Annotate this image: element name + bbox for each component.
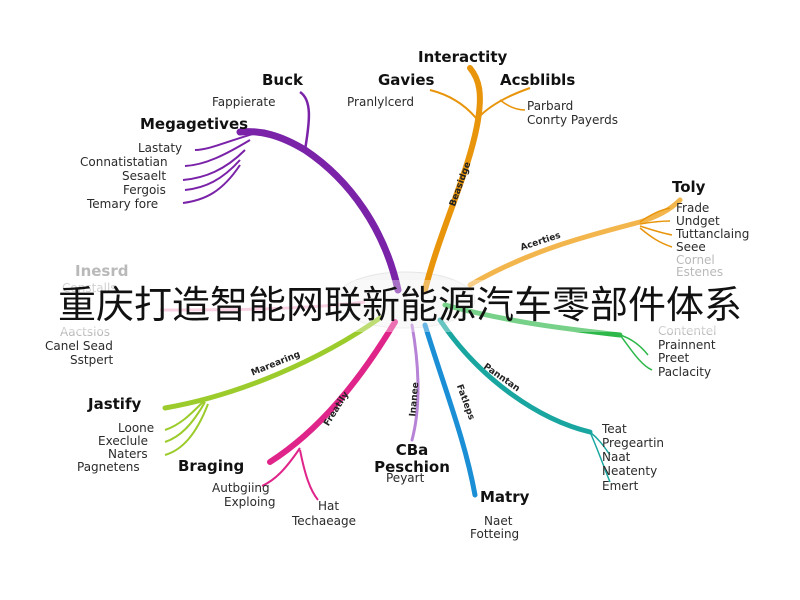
node-gavies: Gavies (378, 71, 435, 89)
orange-twig-gavies (429, 89, 477, 119)
node-interactity: Interactity (418, 48, 508, 66)
leaf-exploing: Exploing (224, 495, 276, 509)
leaf-cornel: Cornel (676, 253, 715, 267)
leaf-pregeartin: Pregeartin (602, 436, 665, 450)
magenta-twig-1 (261, 447, 301, 487)
pink-branch (159, 300, 366, 312)
purple-branch (236, 128, 402, 294)
leaf-fotteing: Fotteing (470, 527, 520, 541)
magenta-branch (267, 319, 398, 465)
lime-twig-2 (164, 401, 206, 443)
leaf-parbard: Parbard (527, 99, 574, 113)
lightorange-twig-4 (639, 227, 673, 248)
leaf-seee: Seee (676, 240, 706, 254)
leaf-contentel: Contentel (658, 324, 717, 338)
orange-twig-parb (499, 99, 526, 111)
leaf-conrty-payerds: Conrty Payerds (527, 113, 619, 127)
lightorange-branch (467, 197, 683, 288)
leaf-constalls: Constalls (62, 281, 117, 295)
leaf-paclacity: Paclacity (658, 365, 712, 379)
leaf-pagnetens: Pagnetens (77, 460, 140, 474)
title-banner (0, 280, 800, 332)
leaf-pranlylcerd: Pranlylcerd (347, 95, 415, 109)
leaf-aactsios: Aactsios (60, 325, 111, 339)
node-cba-peschion: CBa Peschion (374, 441, 450, 477)
leaf-naters: Naters (108, 447, 148, 461)
violet-branch (410, 323, 420, 442)
teal-twig-2 (589, 431, 611, 483)
leaf-autbgiing: Autbgiing (212, 481, 270, 495)
purple-twig-2 (184, 139, 251, 167)
leaf-tuttanclaing: Tuttanclaing (676, 227, 750, 241)
lime-twig-1 (164, 399, 206, 431)
page-title: 重庆打造智能网联新能源汽车零部件体系 (57, 283, 742, 327)
leaf-teat: Teat (602, 422, 627, 436)
orange-branch (422, 65, 483, 293)
leaf-execlule: Execlule (98, 434, 148, 448)
blue-branch (422, 322, 478, 498)
teal-branch (437, 317, 593, 435)
leaf-peyart: Peyart (386, 471, 425, 485)
green-twig-2 (619, 334, 653, 371)
leaf-connatistatian: Connatistatian (80, 155, 168, 169)
node-matry: Matry (480, 488, 530, 506)
leaf-loone: Loone (118, 421, 155, 435)
purple-twig-1 (194, 131, 261, 151)
leaf-canel-sead: Canel Sead (45, 339, 113, 353)
leaf-frade: Frade (676, 201, 710, 215)
lime-twig-3 (164, 403, 209, 456)
leaf-undget: Undget (676, 214, 720, 228)
lightorange-twig-2 (639, 220, 671, 225)
node-inesrd: Inesrd (75, 262, 129, 280)
leaf-temary-fore: Temary fore (87, 197, 159, 211)
green-twig-1 (619, 334, 649, 356)
purple-twig-4 (184, 159, 241, 191)
node-megagetives: Megagetives (140, 115, 249, 133)
leaf-lastaty: Lastaty (138, 141, 183, 155)
leaf-sstpert: Sstpert (70, 353, 114, 367)
green-branch (442, 302, 623, 338)
node-acsblibls: Acsblibls (500, 71, 576, 89)
node-buck: Buck (262, 71, 303, 89)
leaf-estenes: Estenes (676, 265, 724, 279)
teal-twig-1 (589, 431, 611, 456)
leaf-preet: Preet (658, 351, 690, 365)
node-jastify: Jastify (88, 395, 142, 413)
leaf-prainnent: Prainnent (658, 338, 716, 352)
leaf-sesaelt: Sesaelt (122, 169, 167, 183)
lightorange-twig-1 (639, 207, 671, 223)
magenta-twig-2 (299, 449, 319, 501)
node-braging: Braging (178, 457, 245, 475)
leaf-fappierate: Fappierate (212, 95, 276, 109)
leaf-emert: Emert (602, 479, 639, 493)
leaf-fergois: Fergois (123, 183, 166, 197)
leaf-naet: Naet (484, 514, 513, 528)
center-hub (334, 271, 476, 329)
leaf-neatenty: Neatenty (602, 464, 658, 478)
leaf-naat: Naat (602, 450, 631, 464)
purple-twig-3 (182, 149, 246, 181)
leaf-hat: Hat (318, 499, 340, 513)
node-toly: Toly (672, 178, 706, 196)
lime-branch (162, 315, 383, 411)
purple-twig-5 (182, 164, 241, 204)
leaf-techaeage: Techaeage (292, 514, 356, 528)
purple-twig-buck (299, 90, 311, 151)
lightorange-twig-3 (639, 225, 673, 236)
